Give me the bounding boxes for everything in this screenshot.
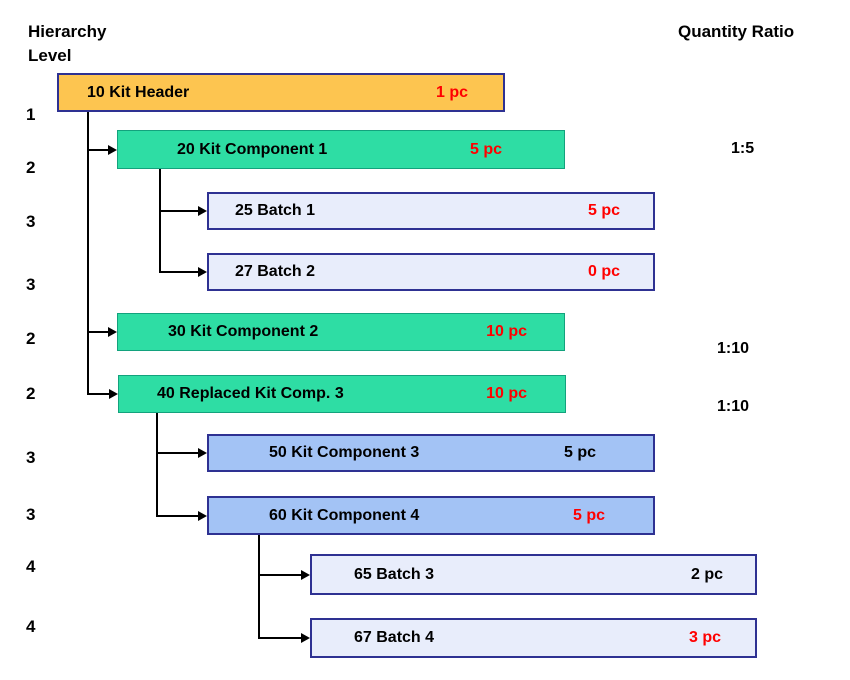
connector-trunk-line: [159, 169, 161, 273]
box-quantity: 3 pc: [688, 629, 721, 646]
arrowhead-icon: [301, 633, 310, 643]
box-65: 65 Batch 3 2 pc: [310, 554, 757, 595]
box-quantity: 0 pc: [587, 263, 620, 280]
box-label: 27 Batch 2: [235, 263, 316, 280]
box-label: 10 Kit Header: [87, 83, 190, 101]
level-number: 2: [26, 158, 36, 177]
level-number: 1: [26, 105, 36, 124]
box-label: 30 Kit Component 2: [168, 323, 319, 340]
box-label: 20 Kit Component 1: [177, 140, 328, 158]
arrowhead-icon: [109, 389, 118, 399]
arrowhead-icon: [198, 267, 207, 277]
connector-branch-line: [258, 574, 301, 576]
box-20: 20 Kit Component 1 5 pc: [117, 130, 565, 169]
box-label: 50 Kit Component 3: [269, 444, 420, 461]
connector-branch-line: [87, 149, 108, 151]
box-50: 50 Kit Component 3 5 pc: [207, 434, 655, 472]
box-quantity: 5 pc: [572, 506, 605, 524]
arrowhead-icon: [198, 511, 207, 521]
box-quantity: 2 pc: [690, 565, 723, 583]
box-25: 25 Batch 1 5 pc: [207, 192, 655, 230]
level-number: 4: [26, 617, 36, 636]
box-label: 67 Batch 4: [354, 629, 435, 646]
level-number: 3: [26, 505, 36, 524]
connector-trunk-line: [156, 413, 158, 517]
connector-branch-line: [258, 637, 301, 639]
box-67: 67 Batch 4 3 pc: [310, 618, 757, 658]
arrowhead-icon: [108, 145, 117, 155]
connector-branch-line: [87, 331, 108, 333]
level-number: 2: [26, 329, 36, 348]
connector-branch-line: [156, 452, 198, 454]
box-quantity: 1 pc: [435, 83, 468, 101]
quantity-ratio-heading: Quantity Ratio: [678, 22, 795, 41]
level-number: 4: [26, 557, 36, 576]
box-quantity: 10 pc: [486, 385, 527, 402]
connector-trunk-line: [87, 112, 89, 395]
box-60: 60 Kit Component 4 5 pc: [207, 496, 655, 535]
connector-trunk-line: [258, 535, 260, 639]
box-label: 65 Batch 3: [354, 565, 435, 583]
arrowhead-icon: [198, 206, 207, 216]
box-quantity: 5 pc: [587, 202, 620, 219]
connector-branch-line: [159, 271, 198, 273]
quantity-ratio-value: 1:5: [731, 140, 755, 157]
level-number: 3: [26, 448, 36, 467]
box-quantity: 5 pc: [469, 140, 502, 158]
hierarchy-level-heading: Hierarchy Level: [28, 22, 107, 65]
box-label: 60 Kit Component 4: [269, 506, 420, 524]
level-number: 2: [26, 384, 36, 403]
arrowhead-icon: [198, 448, 207, 458]
quantity-ratio-value: 1:10: [717, 398, 750, 415]
level-number: 3: [26, 275, 36, 294]
box-label: 40 Replaced Kit Comp. 3: [157, 385, 344, 402]
box-40: 40 Replaced Kit Comp. 3 10 pc: [118, 375, 566, 413]
box-10: 10 Kit Header 1 pc: [57, 73, 505, 112]
level-number: 3: [26, 212, 36, 231]
connector-branch-line: [87, 393, 109, 395]
connector-branch-line: [156, 515, 198, 517]
box-label: 25 Batch 1: [235, 202, 316, 219]
box-30: 30 Kit Component 2 10 pc: [117, 313, 565, 351]
box-quantity: 5 pc: [563, 444, 596, 461]
box-27: 27 Batch 2 0 pc: [207, 253, 655, 291]
connector-branch-line: [159, 210, 198, 212]
arrowhead-icon: [108, 327, 117, 337]
quantity-ratio-value: 1:10: [717, 340, 750, 357]
arrowhead-icon: [301, 570, 310, 580]
box-quantity: 10 pc: [486, 323, 527, 340]
